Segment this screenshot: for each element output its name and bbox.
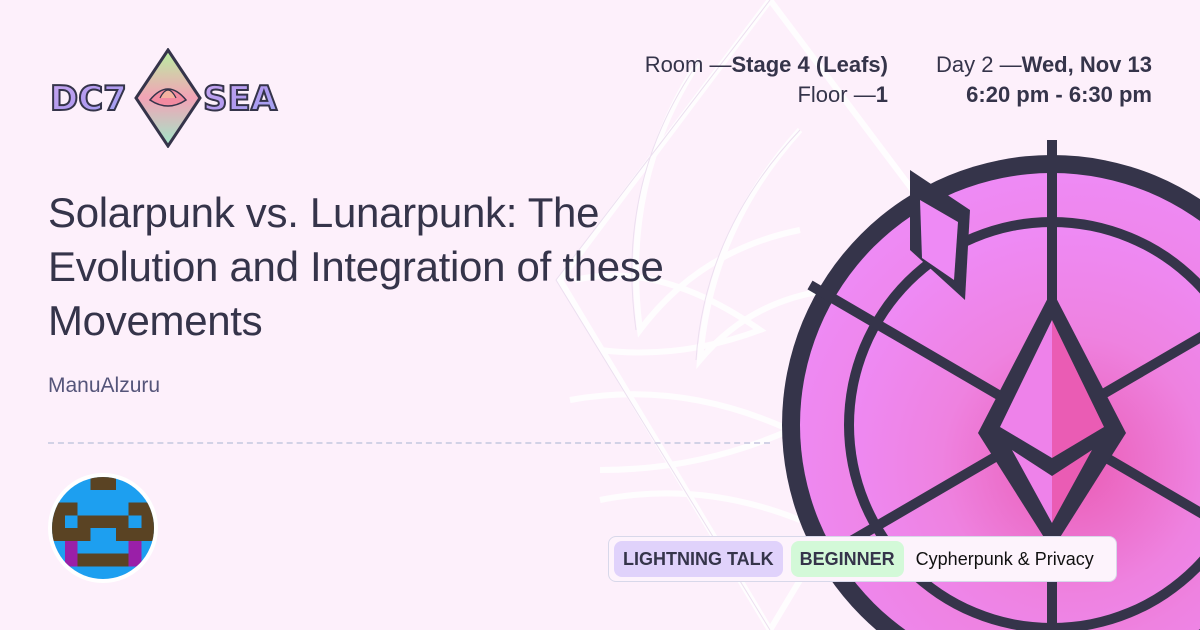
floor-value: 1 bbox=[875, 82, 888, 107]
speaker-name: ManuAlzuru bbox=[48, 374, 161, 397]
floor-label: Floor — bbox=[797, 82, 876, 107]
time-info: Day 2 —Wed, Nov 13 6:20 pm - 6:30 pm bbox=[936, 50, 1152, 110]
room-label: Room — bbox=[644, 52, 732, 77]
time-value: 6:20 pm - 6:30 pm bbox=[966, 82, 1152, 107]
day-value: Wed, Nov 13 bbox=[1021, 52, 1152, 77]
day-label: Day 2 — bbox=[935, 52, 1022, 77]
pixel-face-avatar-icon bbox=[52, 477, 154, 579]
room-value: Stage 4 (Leafs) bbox=[731, 52, 888, 77]
tag-list: LIGHTNING TALK BEGINNER Cypherpunk & Pri… bbox=[608, 536, 1117, 582]
logo-text-sea: SEA bbox=[203, 79, 278, 119]
tag-level: BEGINNER bbox=[790, 541, 904, 577]
logo-text-dc7: DC7 bbox=[50, 79, 127, 119]
dc7-sea-logo: DC7 SEA bbox=[49, 48, 279, 148]
divider bbox=[48, 442, 770, 444]
talk-title: Solarpunk vs. Lunarpunk: The Evolution a… bbox=[48, 189, 664, 344]
location-info: Room —Stage 4 (Leafs) Floor —1 bbox=[645, 50, 888, 110]
ethereum-emblem-icon bbox=[782, 140, 1200, 630]
tag-session-type: LIGHTNING TALK bbox=[614, 541, 783, 577]
avatar bbox=[48, 473, 158, 583]
session-meta: Room —Stage 4 (Leafs) Floor —1 Day 2 —We… bbox=[645, 50, 1152, 110]
tag-track: Cypherpunk & Privacy bbox=[915, 549, 1094, 569]
